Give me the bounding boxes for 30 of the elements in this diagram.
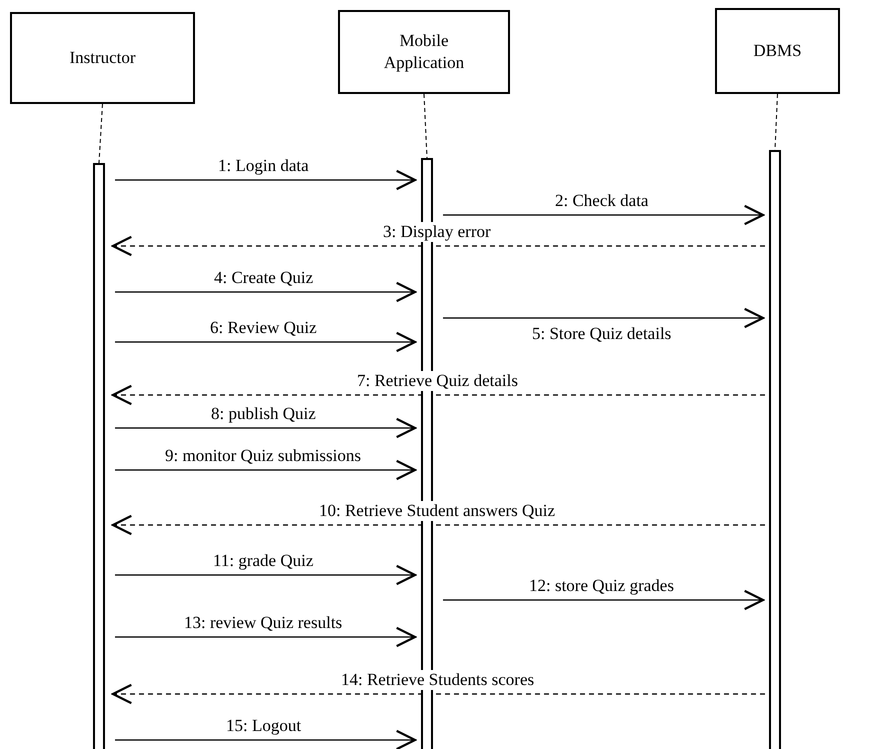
message-arrow [115,460,416,480]
lifeline-head-box [10,12,195,104]
lifeline-name: Mobile Application [382,30,466,74]
message-label: 9: monitor Quiz submissions [163,446,363,466]
activation-bar [769,150,781,749]
lifeline-name: DBMS [753,40,802,62]
message-arrow [112,684,765,704]
lifeline-head-box [338,10,510,94]
message-arrow [443,308,764,328]
message-arrow [115,730,416,749]
message-arrow [115,564,416,586]
lifeline [424,94,428,158]
message-arrow [112,514,765,536]
message-arrow [443,590,764,610]
message-label: 5: Store Quiz details [530,324,674,344]
message-arrow [112,384,765,406]
message-label: 8: publish Quiz [209,404,318,424]
activation-bar [93,163,105,749]
message-arrow [115,282,416,302]
message-arrow [115,170,416,190]
message-arrow [112,236,765,256]
message-arrow [115,626,416,648]
message-arrow [443,204,764,226]
message-arrow [115,418,416,438]
lifeline-head-box [715,8,840,94]
message-label: 7: Retrieve Quiz details [355,371,520,391]
message-label: 3: Display error [381,222,493,242]
lifeline [98,104,103,164]
lifeline-name: Instructor [69,47,136,69]
message-arrow [115,332,416,352]
